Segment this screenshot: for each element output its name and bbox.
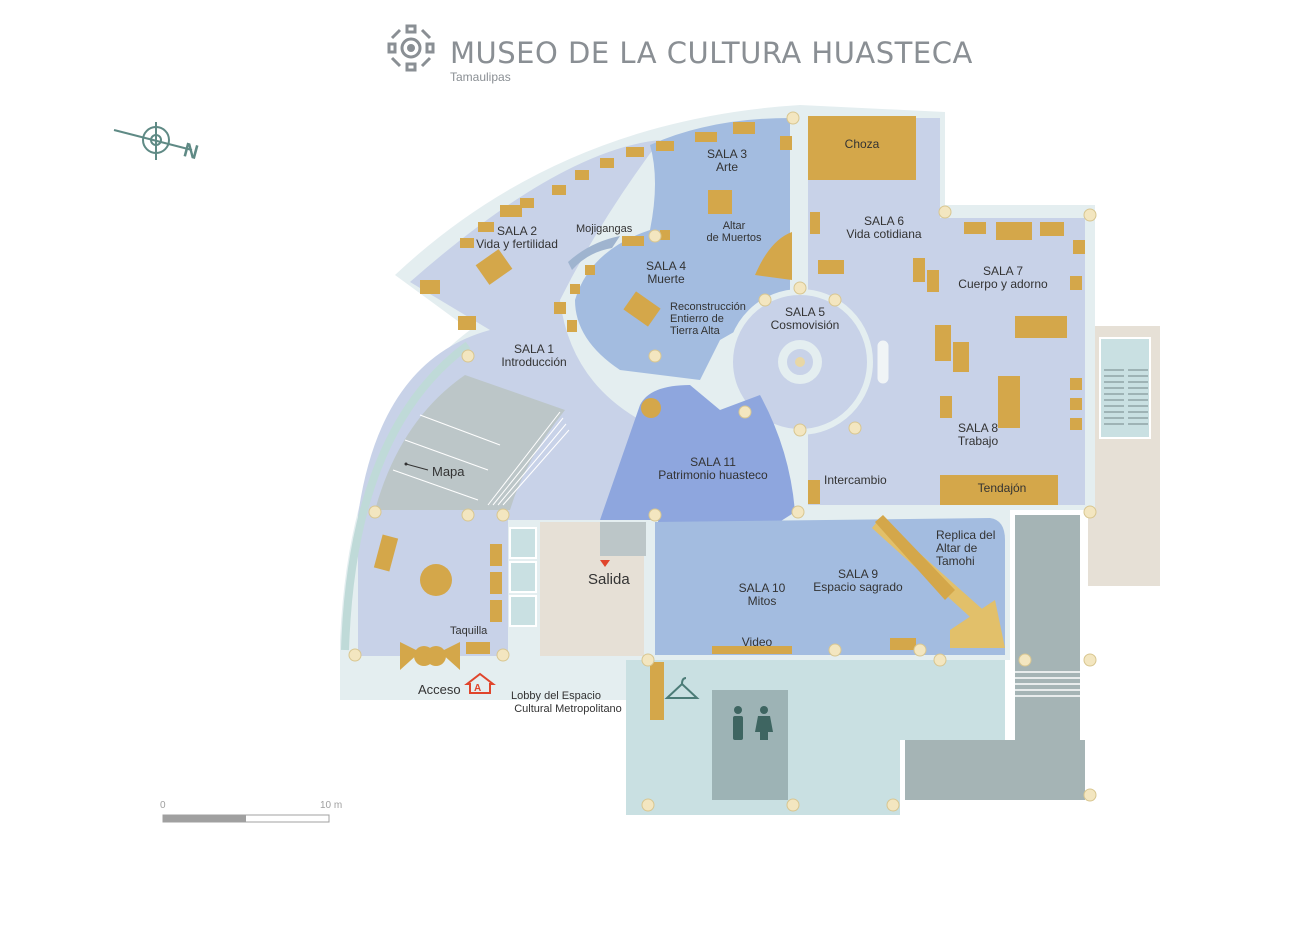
label-salida: Salida xyxy=(588,571,630,588)
room-code-sala9: SALA 9 xyxy=(838,567,878,581)
label-choza: Choza xyxy=(845,137,880,151)
exhibit-furniture xyxy=(373,116,1085,720)
label-taquilla: Taquilla xyxy=(450,625,488,637)
label-replica-3: Tamohi xyxy=(936,554,975,568)
staircase-south xyxy=(905,740,1085,800)
structural-columns xyxy=(348,111,1097,812)
label-mojigangas: Mojigangas xyxy=(576,223,633,235)
coat-hanger-icon xyxy=(664,677,700,699)
label-altar-1: Altar xyxy=(723,220,746,232)
scale-bar: 0 10 m xyxy=(160,800,342,823)
room-code-sala3: SALA 3 xyxy=(707,147,747,161)
room-name-sala2: Vida y fertilidad xyxy=(476,237,558,251)
scale-end: 10 m xyxy=(320,800,342,811)
tamohi-altar-replica xyxy=(872,515,1005,648)
room-sala3-4 xyxy=(575,118,790,380)
room-code-sala6: SALA 6 xyxy=(864,214,904,228)
man-restroom-icon xyxy=(733,706,743,740)
room-code-sala5: SALA 5 xyxy=(785,305,825,319)
room-name-sala3: Arte xyxy=(716,160,738,174)
room-code-sala2: SALA 2 xyxy=(497,224,537,238)
label-altar-2: de Muertos xyxy=(706,232,762,244)
room-name-sala7: Cuerpo y adorno xyxy=(958,277,1048,291)
room-code-sala7: SALA 7 xyxy=(983,264,1023,278)
label-recon-2: Entierro de xyxy=(670,313,724,325)
room-code-sala8: SALA 8 xyxy=(958,421,998,435)
label-intercambio: Intercambio xyxy=(824,473,887,487)
room-code-sala10: SALA 10 xyxy=(739,581,786,595)
page-title: MUSEO DE LA CULTURA HUASTECA xyxy=(450,36,973,70)
compass-label: N xyxy=(181,139,201,164)
entry-turnstile xyxy=(400,642,460,670)
room-name-sala9: Espacio sagrado xyxy=(813,580,903,594)
label-lobby-2: Cultural Metropolitano xyxy=(514,703,622,715)
room-code-sala1: SALA 1 xyxy=(514,342,554,356)
room-name-sala10: Mitos xyxy=(748,594,777,608)
compass-rose-icon: N xyxy=(112,118,212,173)
room-name-sala4: Muerte xyxy=(647,272,685,286)
page-subtitle: Tamaulipas xyxy=(450,70,511,84)
room-name-sala1: Introducción xyxy=(501,355,566,369)
label-recon-3: Tierra Alta xyxy=(670,325,721,337)
exit-arrow-icon xyxy=(600,560,610,567)
label-tendajon: Tendajón xyxy=(978,481,1027,495)
label-acceso: Acceso xyxy=(418,682,461,697)
facade-arc xyxy=(341,341,471,651)
restrooms xyxy=(712,690,788,800)
label-replica-1: Replica del xyxy=(936,528,995,542)
room-name-sala11: Patrimonio huasteco xyxy=(658,468,768,482)
label-replica-2: Altar de xyxy=(936,541,978,555)
woman-restroom-icon xyxy=(755,706,773,740)
access-badge-label: A xyxy=(474,683,481,694)
access-marker-icon: A xyxy=(464,672,496,694)
scale-start: 0 xyxy=(160,800,166,811)
mojigangas-display xyxy=(568,236,620,270)
room-code-sala4: SALA 4 xyxy=(646,259,686,273)
label-recon-1: Reconstrucción xyxy=(670,301,746,313)
altar-de-muertos xyxy=(755,232,792,280)
label-mapa: Mapa xyxy=(432,464,465,479)
room-name-sala6: Vida cotidiana xyxy=(846,227,921,241)
room-code-sala11: SALA 11 xyxy=(690,455,736,469)
label-video: Video xyxy=(742,635,773,649)
label-lobby-1: Lobby del Espacio xyxy=(511,690,601,702)
room-name-sala8: Trabajo xyxy=(958,434,999,448)
huastec-glyph-icon xyxy=(386,24,436,77)
room-name-sala5: Cosmovisión xyxy=(771,318,840,332)
mapa-stair xyxy=(375,375,565,510)
